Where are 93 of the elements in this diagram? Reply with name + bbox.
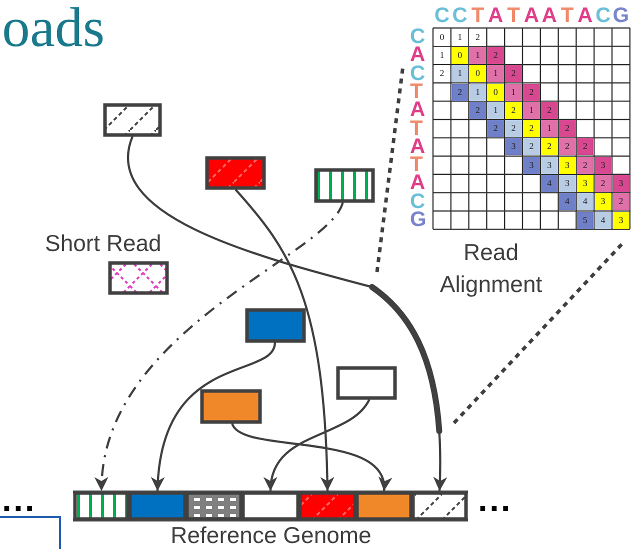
genome-segment bbox=[411, 491, 468, 521]
score-cell: 2 bbox=[505, 102, 522, 119]
score-cell: 0 bbox=[452, 46, 468, 64]
score-cell: 2 bbox=[541, 138, 558, 156]
score-cell: 2 bbox=[523, 120, 540, 138]
sequence-letter: A bbox=[410, 138, 426, 156]
score-cell: 2 bbox=[576, 138, 594, 156]
ellipsis-text: ... bbox=[478, 483, 512, 517]
sequence-letter: A bbox=[487, 5, 504, 26]
score-cell: 3 bbox=[612, 175, 630, 192]
score-cell: 1 bbox=[505, 84, 522, 101]
sequence-letter: C bbox=[410, 28, 426, 46]
sequence-letter: A bbox=[410, 174, 426, 193]
genome-segment bbox=[185, 491, 243, 521]
sequence-letter: T bbox=[506, 5, 521, 26]
genome-segment bbox=[298, 491, 357, 521]
score-cell: 2 bbox=[487, 120, 504, 138]
read-block bbox=[200, 389, 262, 424]
sequence-letter: A bbox=[576, 5, 594, 26]
score-cell: 3 bbox=[612, 212, 630, 229]
score-cell: 2 bbox=[558, 120, 576, 138]
sequence-letter: G bbox=[410, 211, 426, 230]
score-cell: 2 bbox=[523, 84, 540, 101]
title-text: oads bbox=[2, 0, 105, 56]
sequence-letter: T bbox=[410, 156, 423, 174]
sequence-letter: T bbox=[470, 5, 486, 26]
score-cell: 5 bbox=[576, 212, 594, 229]
sequence-letter: T bbox=[560, 5, 575, 26]
arrow bbox=[152, 342, 276, 492]
score-cell: 3 bbox=[594, 193, 612, 210]
sequence-letter: A bbox=[410, 46, 426, 65]
read-block bbox=[103, 103, 162, 137]
arrow bbox=[96, 202, 344, 492]
read-block bbox=[245, 308, 306, 343]
sequence-letter: G bbox=[612, 5, 630, 26]
score-cell: 4 bbox=[558, 193, 576, 210]
score-cell: 2 bbox=[541, 102, 558, 119]
score-cell: 3 bbox=[594, 156, 612, 174]
score-cell: 2 bbox=[612, 193, 630, 210]
score-cell: 4 bbox=[576, 193, 594, 210]
score-cell: 3 bbox=[558, 175, 576, 192]
score-cell: 1 bbox=[469, 46, 486, 64]
score-cell: 3 bbox=[576, 175, 594, 192]
arrow bbox=[231, 422, 390, 492]
score-cell: 4 bbox=[541, 175, 558, 192]
sequence-letter: T bbox=[410, 82, 423, 102]
score-cell: 2 bbox=[452, 84, 468, 101]
sequence-letter: C bbox=[451, 5, 468, 26]
genome-segment bbox=[355, 491, 413, 521]
score-cell: 4 bbox=[594, 212, 612, 229]
score-cell: 2 bbox=[505, 120, 522, 138]
score-cell: 1 bbox=[541, 120, 558, 138]
arrow bbox=[234, 188, 334, 492]
arrow bbox=[265, 398, 370, 492]
sequence-letter: C bbox=[410, 64, 426, 83]
score-cell: 2 bbox=[576, 156, 594, 174]
sequence-letter: T bbox=[410, 120, 423, 138]
caption-text: Read Alignment bbox=[438, 238, 544, 299]
score-cell: 2 bbox=[469, 102, 486, 119]
caption-text: Reference Genome bbox=[170, 524, 372, 547]
genome-segment bbox=[241, 491, 300, 521]
sequence-letter: A bbox=[540, 5, 558, 26]
score-cell: 0 bbox=[487, 84, 504, 101]
score-cell: 1 bbox=[487, 102, 504, 119]
score-cell: 2 bbox=[558, 138, 576, 156]
score-cell: 3 bbox=[505, 138, 522, 156]
genome-segment bbox=[73, 491, 130, 521]
score-cell: 0 bbox=[469, 65, 486, 82]
score-cell: 3 bbox=[523, 156, 540, 174]
caption-text: Short Read bbox=[45, 232, 162, 255]
score-cell: 2 bbox=[523, 138, 540, 156]
sequence-letter: C bbox=[410, 192, 426, 211]
read-block bbox=[108, 261, 169, 295]
sequence-letter: A bbox=[410, 101, 426, 120]
box-outline bbox=[0, 516, 61, 549]
score-cell: 1 bbox=[523, 102, 540, 119]
sequence-letter: C bbox=[433, 5, 451, 26]
genome-segment bbox=[128, 491, 187, 521]
read-block bbox=[336, 366, 397, 400]
sequence-letter: A bbox=[522, 5, 540, 26]
read-block bbox=[314, 168, 375, 203]
score-cell: 3 bbox=[558, 156, 576, 174]
score-cell: 3 bbox=[541, 156, 558, 174]
score-cell: 2 bbox=[594, 175, 612, 192]
ellipsis-text: ... bbox=[2, 483, 36, 517]
read-block bbox=[205, 156, 266, 190]
score-cell: 1 bbox=[469, 84, 486, 101]
sequence-letter: C bbox=[594, 5, 612, 26]
score-cell: 1 bbox=[452, 65, 468, 82]
arrow bbox=[127, 136, 447, 492]
score-cell: 2 bbox=[487, 46, 504, 64]
score-cell: 2 bbox=[505, 65, 522, 82]
score-cell: 1 bbox=[487, 65, 504, 82]
